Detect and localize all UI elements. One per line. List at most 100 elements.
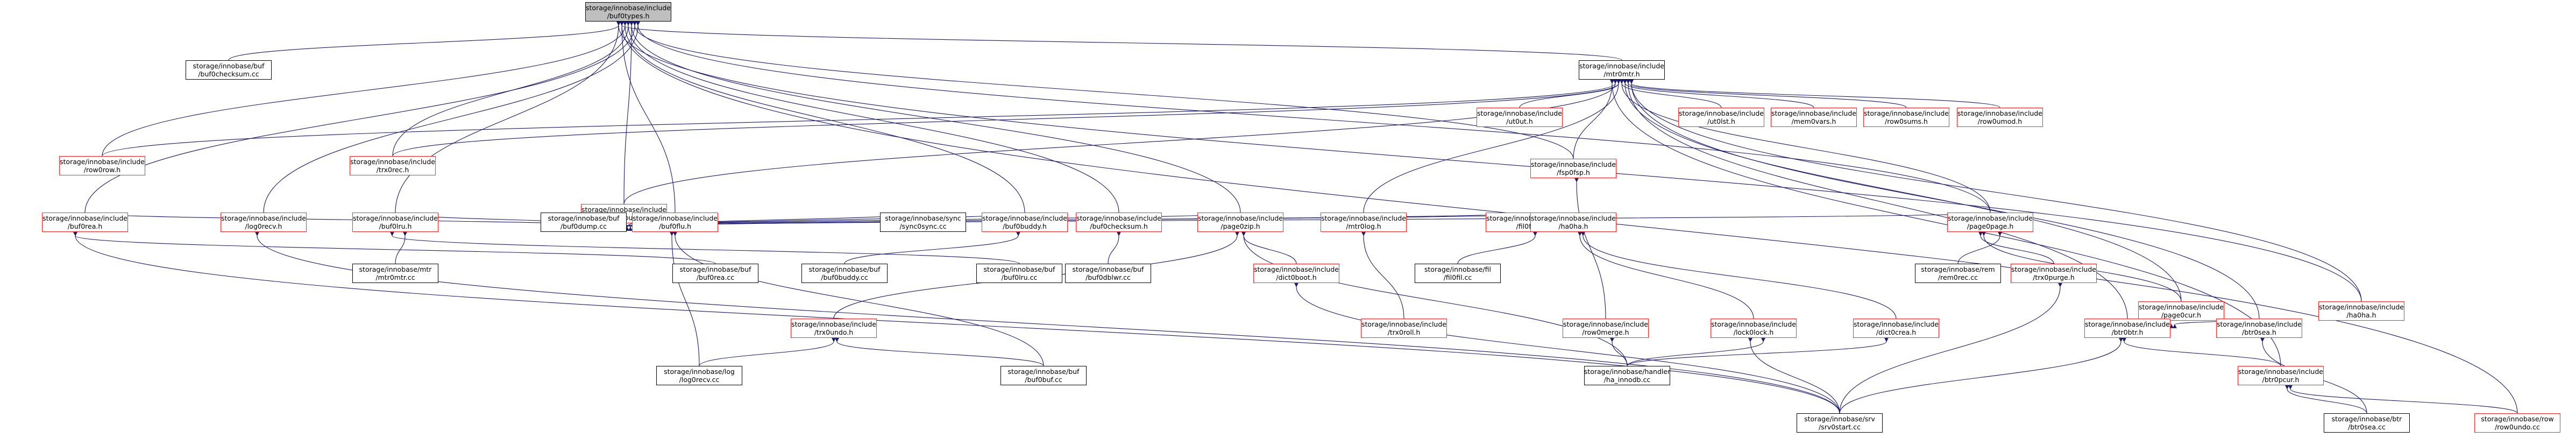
node-label-path: storage/innobase/mtr <box>359 265 432 273</box>
graph-node-row0umod[interactable]: storage/innobase/include/row0umod.h <box>1957 108 2043 127</box>
node-label-file: /buf0lru.h <box>379 222 412 230</box>
graph-node-page0cur[interactable]: storage/innobase/include/page0cur.h <box>2138 301 2224 321</box>
node-label-file: /dict0crea.h <box>1876 328 1917 336</box>
node-label-file: /page0page.h <box>1967 222 2014 230</box>
node-label-path: storage/innobase/srv <box>1804 415 1875 423</box>
graph-node-dict0crea[interactable]: storage/innobase/include/dict0crea.h <box>1853 319 1939 338</box>
graph-node-row0undo[interactable]: storage/innobase/include/trx0undo.h <box>791 319 877 338</box>
node-label-file: /row0undo.cc <box>2495 423 2540 431</box>
node-label-file: /buf0lru.cc <box>1001 273 1038 281</box>
graph-node-btr0sea-cc[interactable]: storage/innobase/btr/btr0sea.cc <box>2324 413 2410 433</box>
edge-buf0lru-cc-to-buf0lru <box>389 231 1020 264</box>
graph-node-btr0pcur[interactable]: storage/innobase/include/btr0pcur.h <box>2238 366 2324 385</box>
graph-node-btr0sea[interactable]: storage/innobase/include/btr0sea.h <box>2216 319 2302 338</box>
graph-node-buf0rea[interactable]: storage/innobase/include/buf0rea.h <box>42 213 128 232</box>
graph-node-buf0types[interactable]: storage/innobase/include/buf0types.h <box>585 2 671 22</box>
graph-node-buf0flu[interactable]: storage/innobase/include/buf0flu.h <box>632 213 718 232</box>
graph-node-buf0checksum-cc[interactable]: storage/innobase/buf/buf0checksum.cc <box>186 60 272 80</box>
graph-node-dict0boot[interactable]: storage/innobase/include/dict0boot.h <box>1253 264 1339 283</box>
edge-trx0roll-to-mtr0log <box>1361 232 1404 319</box>
graph-node-mtr0log[interactable]: storage/innobase/include/mtr0log.h <box>1321 213 1407 232</box>
graph-node-log0recv[interactable]: storage/innobase/include/log0recv.h <box>221 213 307 232</box>
node-label-path: storage/innobase/include <box>1531 214 1616 222</box>
graph-node-row0row[interactable]: storage/innobase/include/row0row.h <box>59 156 145 175</box>
edge-mem0vars-to-mtr0mtr <box>1623 80 1814 108</box>
node-label-file: /trx0rec.h <box>376 166 409 174</box>
graph-node-buf0lru-cc[interactable]: storage/innobase/buf/buf0lru.cc <box>976 264 1062 283</box>
edge-buf0buddy-cc-to-buf0buddy <box>844 232 1020 264</box>
node-label-path: storage/innobase/buf <box>193 62 265 70</box>
edge-log0recv-to-buf0types <box>263 22 640 213</box>
edge-ha-innodb-cc-to-dict0crea <box>1627 337 1889 366</box>
graph-node-srv0start-cc[interactable]: storage/innobase/srv/srv0start.cc <box>1797 413 1883 433</box>
edge-btr0sea-cc-to-btr0pcur <box>2285 385 2367 414</box>
edge-buf0buddy-to-buf0types <box>623 22 1025 213</box>
graph-node-trx0roll[interactable]: storage/innobase/include/trx0roll.h <box>1361 319 1447 338</box>
graph-node-buf0lru[interactable]: storage/innobase/include/buf0lru.h <box>352 213 438 232</box>
node-label-path: storage/innobase/include <box>1579 62 1664 70</box>
graph-node-lock0lock[interactable]: storage/innobase/include/lock0lock.h <box>1711 319 1797 338</box>
edge-buf0buf-to-buf0types <box>623 22 634 204</box>
graph-node-trx0rec[interactable]: storage/innobase/include/trx0rec.h <box>350 156 436 175</box>
edge-srv0start-cc-to-trx0purge <box>1839 283 2062 414</box>
node-label-path: storage/innobase/buf <box>679 265 751 273</box>
edge-page0cur-to-mtr0mtr <box>1623 80 2182 302</box>
node-label-file: /mtr0mtr.h <box>1603 70 1640 78</box>
edge-ha0ha-h-to-mtr0mtr <box>1629 80 2362 302</box>
graph-node-fil0fil-cc[interactable]: storage/innobase/fil/fil0fil.cc <box>1415 264 1501 283</box>
graph-node-ha0ha[interactable]: storage/innobase/include/ha0ha.h <box>1530 213 1616 232</box>
node-label-file: /srv0start.cc <box>1818 423 1861 431</box>
graph-node-mtr0mtr-cc[interactable]: storage/innobase/mtr/mtr0mtr.cc <box>352 264 438 283</box>
node-label-path: storage/innobase/include <box>353 214 438 222</box>
graph-node-sync0sync-cc[interactable]: storage/innobase/sync/sync0sync.cc <box>880 213 966 232</box>
graph-node-page0page[interactable]: storage/innobase/include/page0page.h <box>1947 213 2033 232</box>
edge-row0undo-cc-to-btr0pcur <box>2288 385 2518 414</box>
edge-buf0dblwr-cc-to-buf0checksum <box>1108 232 1121 264</box>
graph-node-page0zip[interactable]: storage/innobase/include/page0zip.h <box>1197 213 1283 232</box>
graph-node-ha-innodb-cc[interactable]: storage/innobase/handler/ha_innodb.cc <box>1584 366 1670 385</box>
graph-node-row0undo-cc[interactable]: storage/innobase/row/row0undo.cc <box>2474 413 2560 433</box>
edge-buf0flu-to-buf0types <box>620 22 676 213</box>
graph-node-mem0rec-cc[interactable]: storage/innobase/rem/rem0rec.cc <box>1915 264 2001 283</box>
edge-row0umod-to-mtr0mtr <box>1629 79 2000 108</box>
node-label-path: storage/innobase/include <box>1854 320 1939 328</box>
graph-node-log0recv-cc[interactable]: storage/innobase/log/log0recv.cc <box>656 366 742 385</box>
edge-ha-innodb-cc-to-page0zip <box>1241 232 1628 366</box>
node-label-file: /buf0dblwr.cc <box>1085 273 1131 281</box>
node-label-path: storage/innobase/include <box>633 214 718 222</box>
node-label-path: storage/innobase/include <box>221 214 306 222</box>
edge-srv0start-cc-to-dict0boot <box>1294 283 1840 414</box>
graph-node-ut0lst[interactable]: storage/innobase/include/ut0lst.h <box>1678 108 1764 127</box>
edge-buf0lru-to-buf0types <box>395 22 621 213</box>
graph-node-buf0buddy[interactable]: storage/innobase/include/buf0buddy.h <box>982 213 1068 232</box>
graph-node-mem0vars[interactable]: storage/innobase/include/mem0vars.h <box>1771 108 1857 127</box>
node-label-path: storage/innobase/buf <box>983 265 1055 273</box>
node-label-file: /dict0boot.h <box>1276 273 1317 281</box>
node-label-file: /mtr0mtr.cc <box>375 273 415 281</box>
graph-node-mtr0mtr[interactable]: storage/innobase/include/mtr0mtr.h <box>1579 60 1665 80</box>
graph-node-buf0rea-cc[interactable]: storage/innobase/buf/buf0rea.cc <box>672 264 758 283</box>
node-label-path: storage/innobase/include <box>1771 109 1856 117</box>
graph-node-buf0checksum[interactable]: storage/innobase/include/buf0checksum.h <box>1076 213 1162 232</box>
graph-node-row0merge[interactable]: storage/innobase/include/row0merge.h <box>1563 319 1649 338</box>
graph-node-ut0ut[interactable]: storage/innobase/include/ut0ut.h <box>1477 108 1563 127</box>
edge-buf0buf-to-mtr0mtr <box>623 80 1617 204</box>
edge-fil0fil-cc-to-fsp0fsp-h <box>1457 232 1537 264</box>
node-label-path: storage/innobase/include <box>1531 160 1616 168</box>
graph-node-fsp0fsp[interactable]: storage/innobase/include/fsp0fsp.h <box>1530 159 1616 178</box>
graph-node-buf0buf-cc[interactable]: storage/innobase/buf/buf0buf.cc <box>1000 366 1087 385</box>
graph-node-buf0dump-cc[interactable]: storage/innobase/buf/buf0dump.cc <box>541 213 627 232</box>
edge-buf0buf-cc-to-buf0flu <box>673 232 1044 366</box>
node-label-path: storage/innobase/include <box>60 158 145 166</box>
node-label-file: /ut0ut.h <box>1506 117 1533 125</box>
graph-node-btr0btr[interactable]: storage/innobase/include/btr0btr.h <box>2084 319 2170 338</box>
graph-node-ha0ha-h[interactable]: storage/innobase/include/ha0ha.h <box>2318 301 2404 321</box>
graph-node-row0sums[interactable]: storage/innobase/include/row0sums.h <box>1863 108 1949 127</box>
edge-btr0pcur-to-btr0btr <box>2122 338 2281 366</box>
node-label-file: /buf0rea.cc <box>696 273 735 281</box>
graph-node-trx0purge[interactable]: storage/innobase/include/trx0purge.h <box>2011 264 2097 283</box>
node-label-path: storage/innobase/include <box>982 214 1067 222</box>
graph-node-buf0dblwr-cc[interactable]: storage/innobase/buf/buf0dblwr.cc <box>1065 264 1151 283</box>
graph-node-buf0buddy-cc[interactable]: storage/innobase/buf/buf0buddy.cc <box>801 264 888 283</box>
